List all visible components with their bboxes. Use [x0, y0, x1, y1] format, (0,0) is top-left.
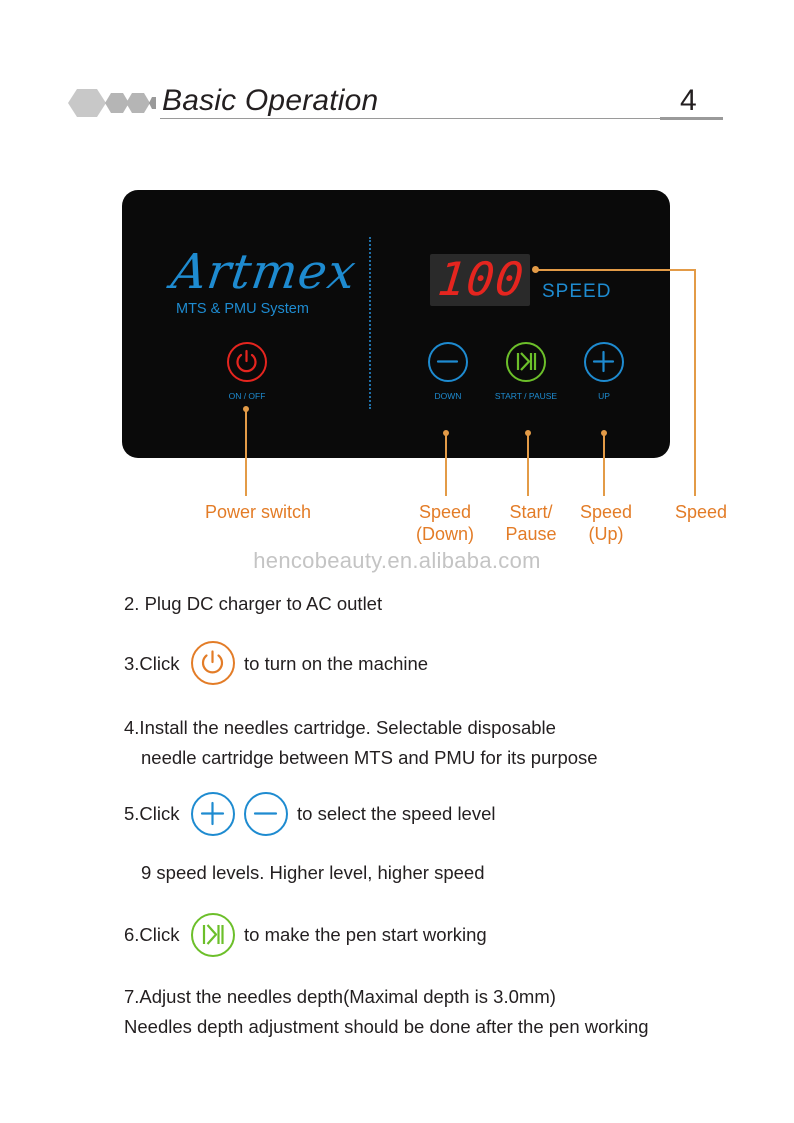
- speed-leader-horizontal: [538, 269, 696, 271]
- speed-up-label: UP: [598, 391, 610, 401]
- page-number: 4: [680, 84, 697, 117]
- step-7-line1: 7.Adjust the needles depth(Maximal depth…: [124, 986, 556, 1007]
- step-5-prefix: 5.Click: [124, 803, 180, 824]
- panel-divider: [369, 237, 371, 409]
- callout-speed: Speed: [674, 502, 728, 522]
- play-pause-icon: [516, 352, 537, 371]
- start-pause-button[interactable]: [506, 342, 546, 382]
- start-pause-label: START / PAUSE: [494, 391, 558, 401]
- down-leader-line: [445, 433, 447, 496]
- callout-speed-up: Speed (Up): [570, 501, 642, 545]
- power-button[interactable]: [227, 342, 267, 382]
- display-callout-dot: [532, 266, 539, 273]
- watermark: hencobeauty.en.alibaba.com: [253, 548, 541, 573]
- power-leader-dot: [243, 406, 249, 412]
- callout-power-switch: Power switch: [204, 502, 312, 522]
- start-leader-line: [527, 433, 529, 496]
- step-7-line2: Needles depth adjustment should be done …: [124, 1016, 649, 1037]
- step-5-note: 9 speed levels. Higher level, higher spe…: [141, 862, 485, 883]
- control-panel: [122, 190, 670, 458]
- step-5-suffix: to select the speed level: [297, 803, 496, 824]
- callout-start-pause-line2: Pause: [505, 524, 557, 544]
- speed-up-button[interactable]: [584, 342, 624, 382]
- header-rule: [160, 118, 723, 119]
- callout-speed-up-line1: Speed: [579, 502, 633, 522]
- speed-down-button[interactable]: [428, 342, 468, 382]
- speed-display-value: 100: [435, 252, 527, 306]
- callout-speed-down: Speed (Down): [405, 501, 485, 545]
- speed-leader-vertical: [694, 269, 696, 496]
- plus-icon: [592, 350, 615, 373]
- callout-start-pause-line1: Start/: [509, 502, 553, 522]
- step-4-line2: needle cartridge between MTS and PMU for…: [141, 747, 598, 768]
- step-3-suffix: to turn on the machine: [244, 653, 429, 674]
- header-rule-accent: [660, 117, 723, 120]
- callout-speed-down-line1: Speed: [418, 502, 472, 522]
- brand-logo: Artmex: [168, 244, 360, 300]
- power-icon: [236, 349, 257, 373]
- speed-display: [430, 254, 530, 306]
- step-5-minus-icon: [244, 792, 288, 836]
- power-leader-line: [245, 410, 247, 496]
- power-button-label: ON / OFF: [228, 391, 266, 401]
- callout-speed-down-line2: (Down): [415, 524, 474, 544]
- page-title: Basic Operation: [162, 84, 379, 117]
- brand-subtitle: MTS & PMU System: [176, 301, 309, 317]
- step-6-prefix: 6.Click: [124, 924, 180, 945]
- step-6-play-pause-icon: [191, 913, 235, 957]
- step-5-plus-icon: [191, 792, 235, 836]
- callout-start-pause: Start/ Pause: [495, 501, 567, 545]
- step-4-line1: 4.Install the needles cartridge. Selecta…: [124, 717, 556, 738]
- up-leader-line: [603, 433, 605, 496]
- step-3-power-icon: [191, 641, 235, 685]
- step-6-suffix: to make the pen start working: [244, 924, 487, 945]
- speed-label: SPEED: [542, 281, 612, 302]
- callout-speed-up-line2: (Up): [588, 524, 624, 544]
- speed-down-label: DOWN: [434, 391, 462, 401]
- step-2: 2. Plug DC charger to AC outlet: [124, 593, 383, 614]
- step-3-prefix: 3.Click: [124, 653, 180, 674]
- minus-icon: [436, 360, 459, 363]
- header-hexagons-icon: [68, 89, 156, 117]
